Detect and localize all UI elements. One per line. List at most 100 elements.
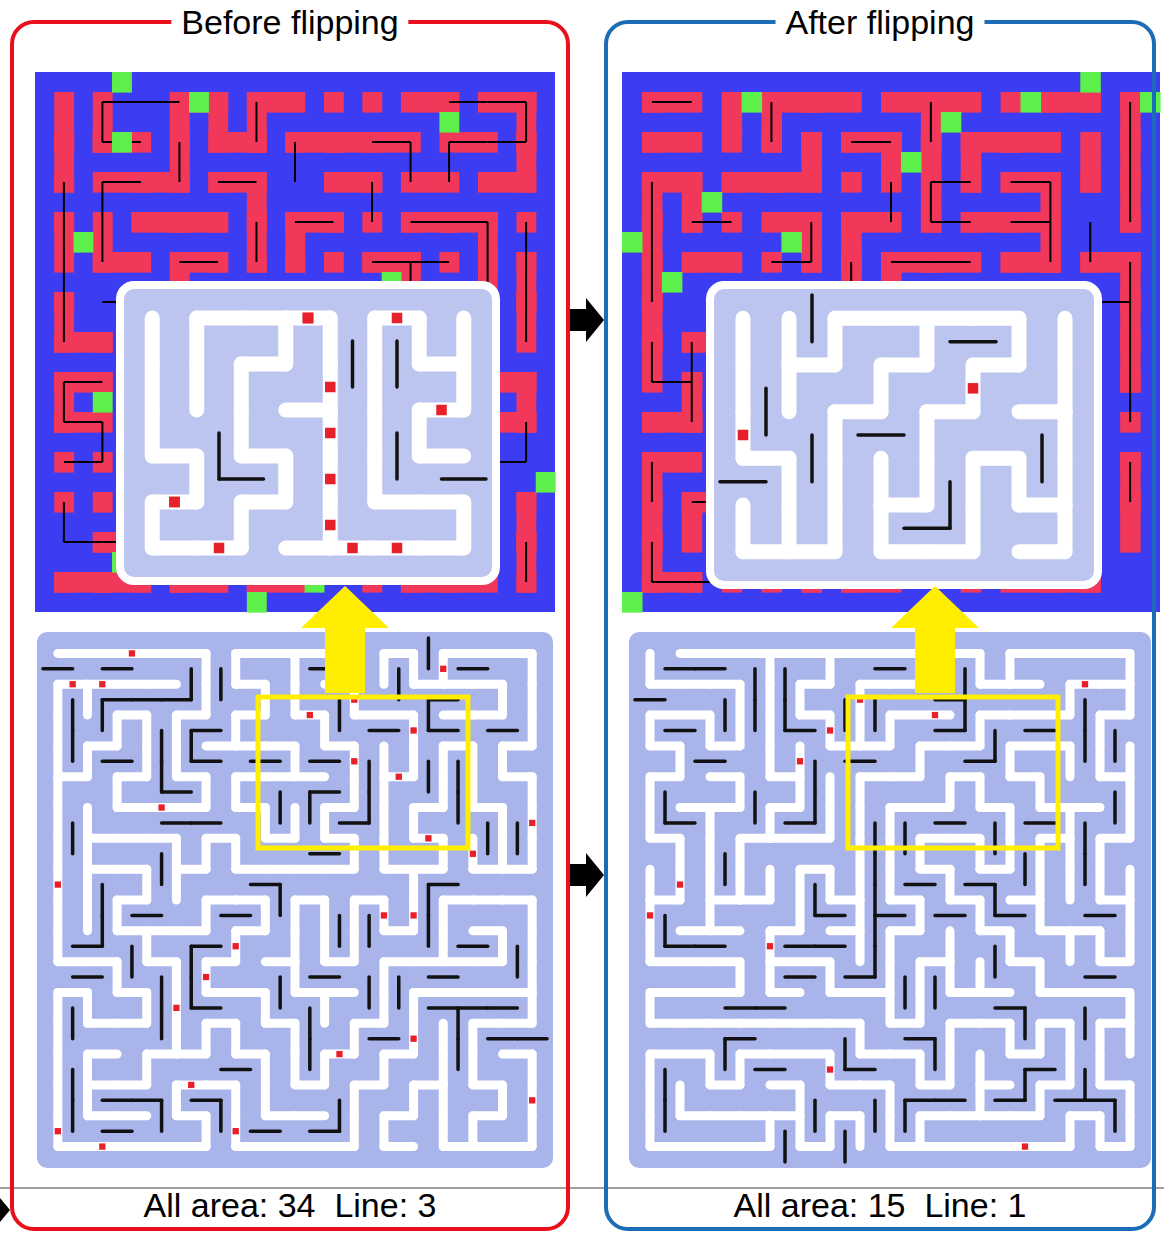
wall-line bbox=[723, 1039, 727, 1070]
wall-line bbox=[310, 1129, 340, 1133]
white-path bbox=[646, 992, 655, 1023]
maze-cell bbox=[54, 132, 74, 153]
white-path bbox=[379, 653, 388, 684]
maze-line bbox=[930, 102, 932, 142]
white-path bbox=[291, 684, 300, 715]
white-path bbox=[1126, 931, 1135, 962]
maze-line bbox=[1011, 181, 1051, 183]
red-mark bbox=[392, 543, 403, 554]
red-mark bbox=[738, 430, 749, 441]
wall-line bbox=[189, 977, 193, 1008]
white-path bbox=[826, 962, 835, 993]
colored-maze bbox=[622, 72, 1161, 613]
white-path bbox=[1066, 746, 1075, 777]
maze-cell bbox=[841, 92, 862, 113]
white-path bbox=[886, 962, 895, 993]
maze-cell bbox=[170, 212, 190, 233]
maze-line bbox=[255, 102, 257, 142]
wall-line bbox=[873, 1100, 877, 1131]
white-path bbox=[1126, 1085, 1135, 1116]
maze-ground bbox=[710, 285, 1098, 585]
white-path bbox=[1096, 1023, 1105, 1054]
wall-line bbox=[162, 698, 192, 702]
white-path bbox=[796, 746, 805, 777]
white-path bbox=[419, 449, 464, 464]
maze-cell bbox=[642, 512, 663, 533]
white-path bbox=[468, 1023, 477, 1054]
white-path bbox=[856, 777, 865, 808]
white-path bbox=[916, 838, 925, 869]
green-marker bbox=[112, 72, 132, 93]
wall-line bbox=[251, 760, 281, 764]
maze-cell bbox=[642, 412, 663, 433]
white-path bbox=[350, 1023, 359, 1054]
white-path bbox=[796, 777, 805, 808]
white-path bbox=[202, 838, 211, 869]
panel-summary: All area: 34 Line: 3 bbox=[144, 1185, 437, 1225]
white-path bbox=[646, 869, 655, 900]
red-mark bbox=[188, 1082, 194, 1088]
green-marker bbox=[781, 232, 802, 253]
wall-line bbox=[785, 975, 815, 979]
wall-line bbox=[695, 760, 725, 764]
maze-cell bbox=[1080, 172, 1101, 193]
green-marker bbox=[1021, 92, 1042, 113]
green-marker bbox=[742, 92, 763, 113]
white-path bbox=[1126, 1116, 1135, 1147]
wall-line bbox=[278, 977, 282, 1008]
maze-cell bbox=[516, 492, 536, 513]
maze-cell bbox=[420, 92, 440, 113]
white-path bbox=[528, 653, 537, 684]
white-path bbox=[706, 715, 715, 746]
zoom-box bbox=[258, 697, 468, 848]
maze-cell bbox=[401, 92, 421, 113]
white-path bbox=[468, 1116, 477, 1147]
white-path bbox=[796, 900, 805, 931]
maze-line bbox=[930, 182, 932, 222]
wall-line bbox=[189, 946, 193, 977]
red-mark bbox=[827, 1066, 833, 1072]
maze-cell bbox=[722, 132, 743, 153]
maze-line bbox=[487, 222, 489, 262]
maze-cell bbox=[921, 152, 942, 173]
maze-cell bbox=[1040, 132, 1061, 153]
maze-cell bbox=[801, 92, 822, 113]
white-path bbox=[83, 869, 92, 900]
wall-line bbox=[753, 669, 757, 700]
white-path bbox=[646, 808, 655, 839]
red-mark bbox=[647, 912, 653, 918]
wall-line bbox=[488, 1006, 518, 1010]
wall-line bbox=[339, 821, 369, 825]
white-path bbox=[1066, 931, 1075, 962]
red-mark bbox=[440, 666, 446, 672]
red-mark bbox=[347, 543, 358, 554]
white-path bbox=[439, 777, 448, 808]
wall-line bbox=[1025, 1068, 1055, 1072]
wall-line bbox=[933, 1039, 937, 1070]
red-mark bbox=[158, 804, 164, 810]
wall-line bbox=[695, 944, 725, 948]
wall-line bbox=[338, 1100, 342, 1131]
white-path bbox=[676, 869, 685, 900]
maze-line bbox=[63, 302, 65, 342]
wall-line bbox=[130, 946, 134, 977]
maze-cell bbox=[722, 92, 743, 113]
white-path bbox=[886, 992, 895, 1023]
white-path bbox=[439, 900, 448, 931]
maze-cell bbox=[266, 92, 286, 113]
maze-cell bbox=[516, 512, 536, 533]
white-path bbox=[379, 838, 388, 869]
wall-line bbox=[160, 761, 164, 792]
maze-cell bbox=[662, 412, 683, 433]
maze-cell bbox=[841, 212, 862, 233]
white-path bbox=[916, 992, 925, 1023]
maze-cell bbox=[228, 132, 248, 153]
maze-line bbox=[652, 581, 692, 583]
red-mark bbox=[303, 313, 314, 324]
maze-line bbox=[931, 261, 971, 263]
white-path bbox=[439, 1116, 448, 1147]
white-path bbox=[53, 1085, 62, 1116]
maze-cell bbox=[761, 172, 782, 193]
white-path bbox=[528, 838, 537, 869]
wall-line bbox=[813, 761, 817, 792]
